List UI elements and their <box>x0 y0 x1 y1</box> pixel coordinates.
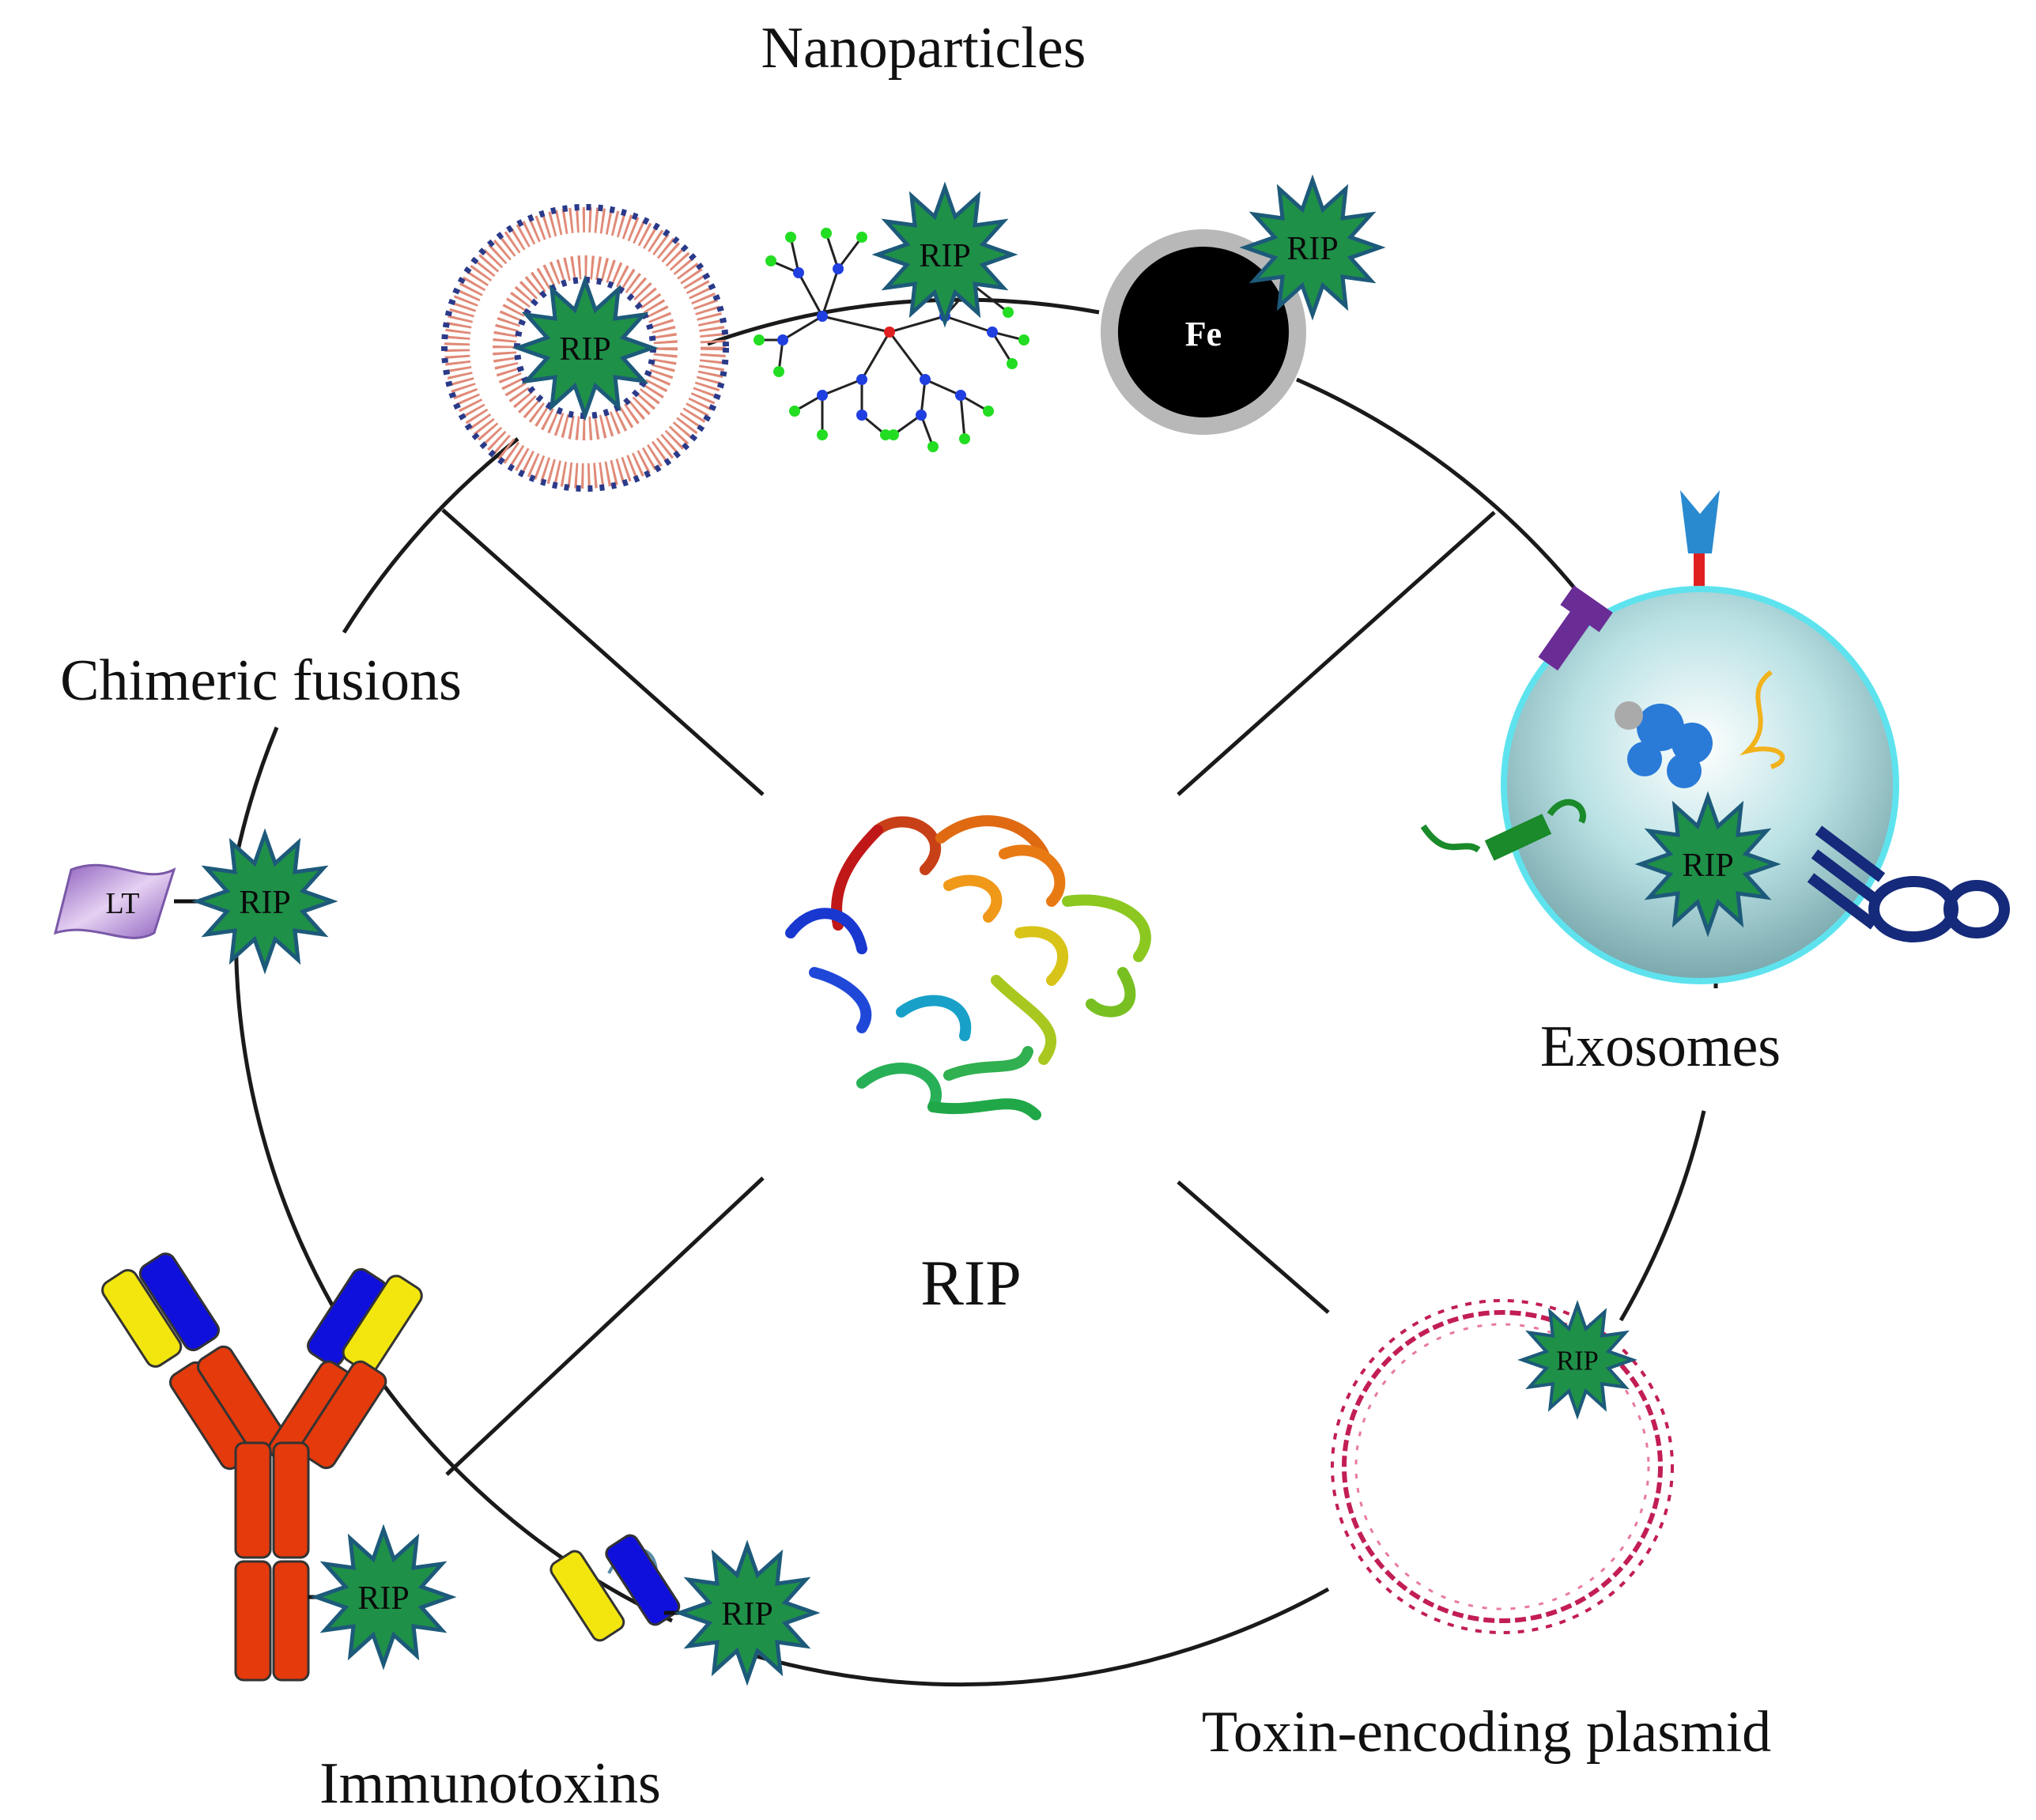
rip-label: RIP <box>1682 848 1733 884</box>
rip-label: RIP <box>721 1596 772 1633</box>
rip-label: RIP <box>1286 231 1338 267</box>
plasmid-icon: RIP <box>1331 1299 1674 1634</box>
lt-tag-icon: LT RIP <box>53 834 332 969</box>
dendrimer-rip: RIP <box>878 187 1012 322</box>
rip-label: RIP <box>1556 1346 1599 1376</box>
iron-nanoparticle-icon: Fe RIP <box>1101 180 1380 435</box>
outer-ring <box>233 297 1706 1687</box>
label-nanoparticles: Nanoparticles <box>761 16 1086 81</box>
label-exosomes: Exosomes <box>1540 1014 1781 1079</box>
antibody-icon: RIP <box>101 1252 451 1682</box>
label-immunotoxins: Immunotoxins <box>319 1751 661 1816</box>
protein-cluster <box>1615 701 1713 788</box>
fe-label: Fe <box>1185 315 1222 353</box>
liposome-icon: RIP <box>441 204 729 492</box>
rip-label: RIP <box>357 1580 409 1617</box>
label-chimeric-fusions: Chimeric fusions <box>60 648 462 713</box>
spokes <box>441 508 1718 1476</box>
rip-label: RIP <box>559 331 610 368</box>
center-label: RIP <box>920 1247 1022 1319</box>
rip-label: RIP <box>919 238 970 274</box>
lt-label: LT <box>106 887 140 920</box>
protein-structure-icon <box>785 815 1151 1120</box>
rip-label: RIP <box>239 885 290 921</box>
dendrimer-icon <box>754 228 1029 452</box>
label-toxin-plasmid: Toxin-encoding plasmid <box>1202 1700 1771 1765</box>
exosome-icon: RIP <box>1420 490 2010 984</box>
scfv-icon: RIP <box>550 1534 814 1680</box>
